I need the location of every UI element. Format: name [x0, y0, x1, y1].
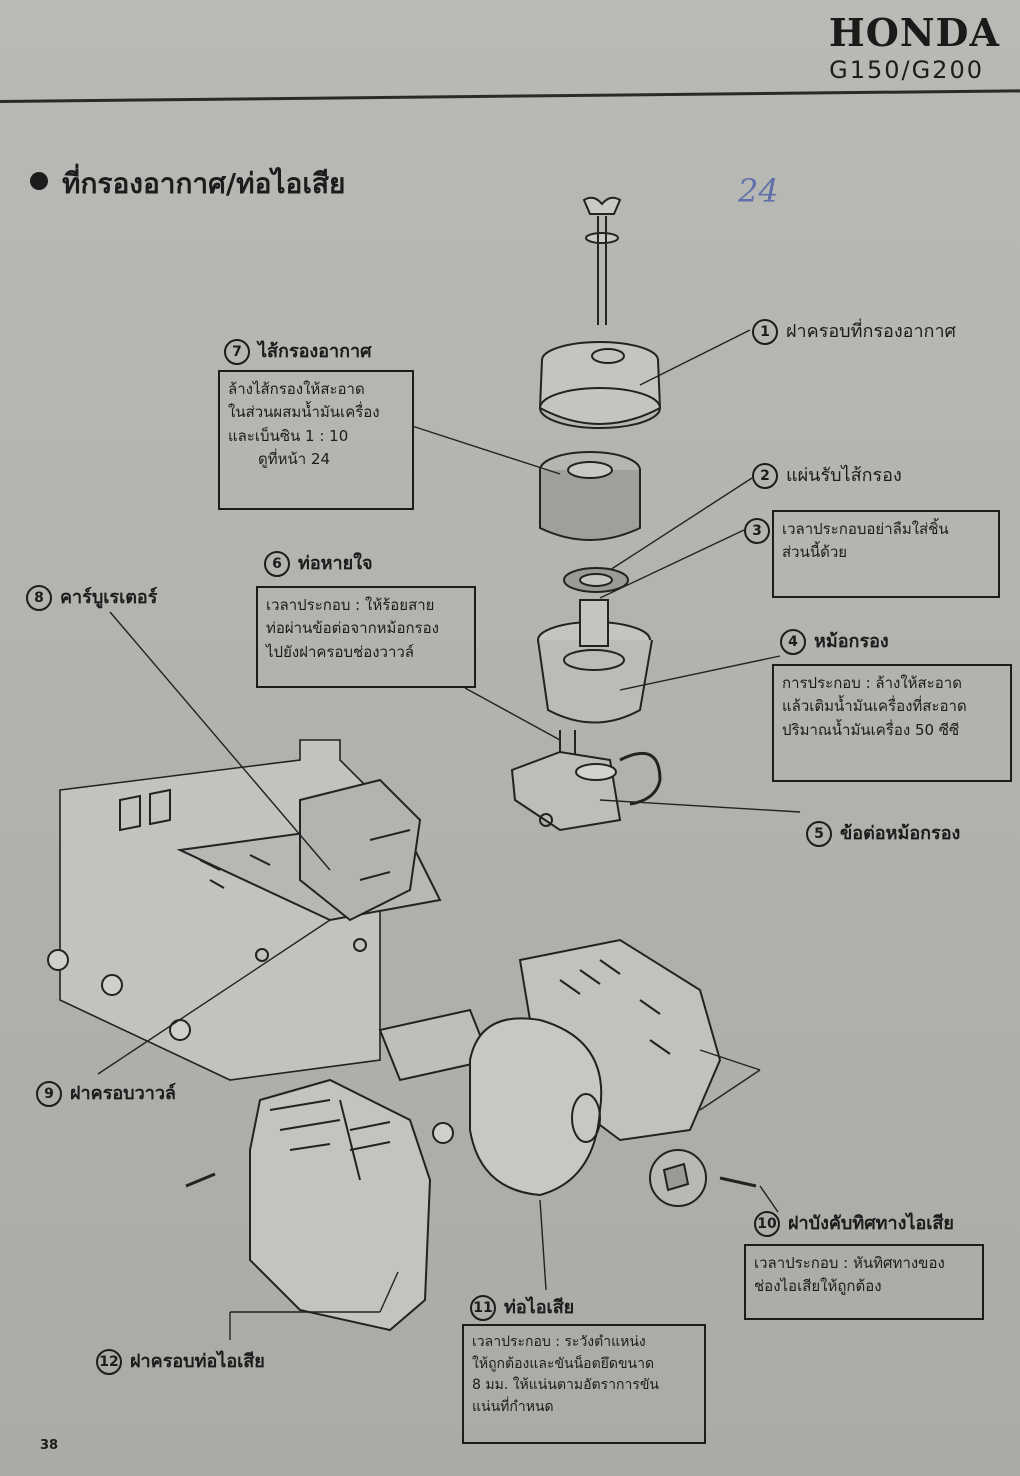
part-11-number: 11: [470, 1295, 496, 1321]
part-10-note: เวลาประกอบ : หันทิศทางของ ช่องไอเสียให้ถ…: [744, 1244, 984, 1320]
part-2-number: 2: [752, 463, 778, 489]
part-8-text: คาร์บูเรเตอร์: [60, 587, 158, 608]
carburetor-drawing: [299, 778, 422, 952]
part-7-note: ล้างไส้กรองให้สะอาด ในส่วนผสมน้ำมันเครื่…: [218, 370, 414, 510]
part-1-text: ฝาครอบที่กรองอากาศ: [786, 321, 956, 342]
part-3-number: 3: [744, 518, 770, 544]
part-4-note: การประกอบ : ล้างให้สะอาด แล้วเติมน้ำมันเ…: [772, 664, 1012, 782]
part-6-label: 6 ท่อหายใจ: [264, 548, 373, 577]
part-7-note-line: ดูที่หน้า 24: [258, 449, 331, 468]
part-6-note-line: ไปยังฝาครอบช่องวาวล์: [266, 642, 414, 661]
part-5-label: 5 ข้อต่อหม้อกรอง: [806, 818, 960, 847]
part-11-note-line: เวลาประกอบ : ระวังตำแหน่ง: [472, 1334, 646, 1350]
page-number: 38: [40, 1438, 59, 1453]
part-12-number: 12: [96, 1349, 122, 1375]
part-7-label: 7 ไส้กรองอากาศ: [224, 336, 372, 365]
model-number: G150/G200: [829, 56, 984, 84]
part-2-text: แผ่นรับไส้กรอง: [786, 465, 902, 486]
part-4-note-line: ปริมาณน้ำมันเครื่อง 50 ซีซี: [782, 720, 960, 739]
filter-element-drawing: [539, 451, 641, 541]
part-2-label: 2 แผ่นรับไส้กรอง: [752, 460, 902, 489]
bullet-icon: [30, 172, 48, 190]
part-11-text: ท่อไอเสีย: [504, 1297, 575, 1318]
handwritten-note: 24: [738, 172, 779, 210]
part-10-label: 10 ฝาบังคับทิศทางไอเสีย: [754, 1208, 954, 1237]
section-title: ที่กรองอากาศ/ท่อไอเสีย: [30, 162, 345, 206]
part-1-label: 1 ฝาครอบที่กรองอากาศ: [752, 316, 956, 345]
part-5-number: 5: [806, 821, 832, 847]
muffler-drawing: [378, 1008, 603, 1197]
part-7-note-line: ล้างไส้กรองให้สะอาด: [228, 380, 365, 398]
part-4-text: หม้อกรอง: [814, 631, 889, 652]
part-9-number: 9: [36, 1081, 62, 1107]
part-6-note-line: เวลาประกอบ : ให้ร้อยสาย: [266, 596, 435, 614]
part-3-label: 3: [744, 518, 778, 544]
air-cleaner-cover-drawing: [538, 341, 662, 429]
part-4-note-line: การประกอบ : ล้างให้สะอาด: [782, 674, 962, 692]
part-10-note-line: ช่องไอเสียให้ถูกต้อง: [754, 1277, 882, 1296]
part-7-note-line: ในส่วนผสมน้ำมันเครื่อง: [228, 403, 380, 422]
part-8-label: 8 คาร์บูเรเตอร์: [26, 582, 157, 611]
part-4-label: 4 หม้อกรอง: [780, 626, 889, 655]
section-title-text: ที่กรองอากาศ/ท่อไอเสีย: [62, 167, 346, 200]
part-3-note-line: เวลาประกอบอย่าลืมใส่ชิ้น: [782, 520, 949, 538]
part-6-text: ท่อหายใจ: [298, 553, 373, 574]
brand-logo: HONDA: [828, 10, 1000, 55]
part-3-note-line: ส่วนนี้ด้วย: [782, 543, 848, 562]
part-12-label: 12 ฝาครอบท่อไอเสีย: [96, 1346, 265, 1375]
wing-bolt-drawing: [582, 196, 622, 325]
part-11-note-line: แน่นที่กำหนด: [472, 1399, 554, 1416]
part-11-label: 11 ท่อไอเสีย: [470, 1292, 574, 1321]
elbow-joint-drawing: [510, 730, 662, 832]
part-3-note: เวลาประกอบอย่าลืมใส่ชิ้น ส่วนนี้ด้วย: [772, 510, 1000, 598]
part-11-note-line: 8 มม. ให้แน่นตามอัตราการขัน: [472, 1377, 660, 1394]
part-6-number: 6: [264, 551, 290, 577]
part-11-note-line: ให้ถูกต้องและขันน็อตยึดขนาด: [472, 1355, 655, 1372]
part-1-number: 1: [752, 319, 778, 345]
part-6-note-line: ท่อผ่านข้อต่อจากหม้อกรอง: [266, 619, 439, 638]
part-4-note-line: แล้วเติมน้ำมันเครื่องที่สะอาด: [782, 697, 967, 716]
muffler-cover-drawing: [185, 1078, 432, 1332]
part-7-note-line: และเบ็นซิน 1 : 10: [228, 426, 349, 445]
part-12-text: ฝาครอบท่อไอเสีย: [130, 1351, 265, 1372]
part-10-number: 10: [754, 1211, 780, 1237]
part-9-text: ฝาครอบวาวล์: [70, 1083, 176, 1104]
part-4-number: 4: [780, 629, 806, 655]
part-6-note: เวลาประกอบ : ให้ร้อยสาย ท่อผ่านข้อต่อจาก…: [256, 586, 476, 688]
part-9-label: 9 ฝาครอบวาวล์: [36, 1078, 176, 1107]
element-seat-drawing: [563, 567, 629, 593]
filter-case-drawing: [537, 599, 653, 724]
exhaust-deflector-drawing: [649, 1149, 757, 1207]
part-7-number: 7: [224, 339, 250, 365]
part-10-note-line: เวลาประกอบ : หันทิศทางของ: [754, 1254, 945, 1272]
part-7-text: ไส้กรองอากาศ: [258, 341, 372, 362]
part-10-text: ฝาบังคับทิศทางไอเสีย: [788, 1213, 954, 1234]
part-5-text: ข้อต่อหม้อกรอง: [840, 823, 961, 844]
part-8-number: 8: [26, 585, 52, 611]
part-11-note: เวลาประกอบ : ระวังตำแหน่ง ให้ถูกต้องและข…: [462, 1324, 706, 1444]
